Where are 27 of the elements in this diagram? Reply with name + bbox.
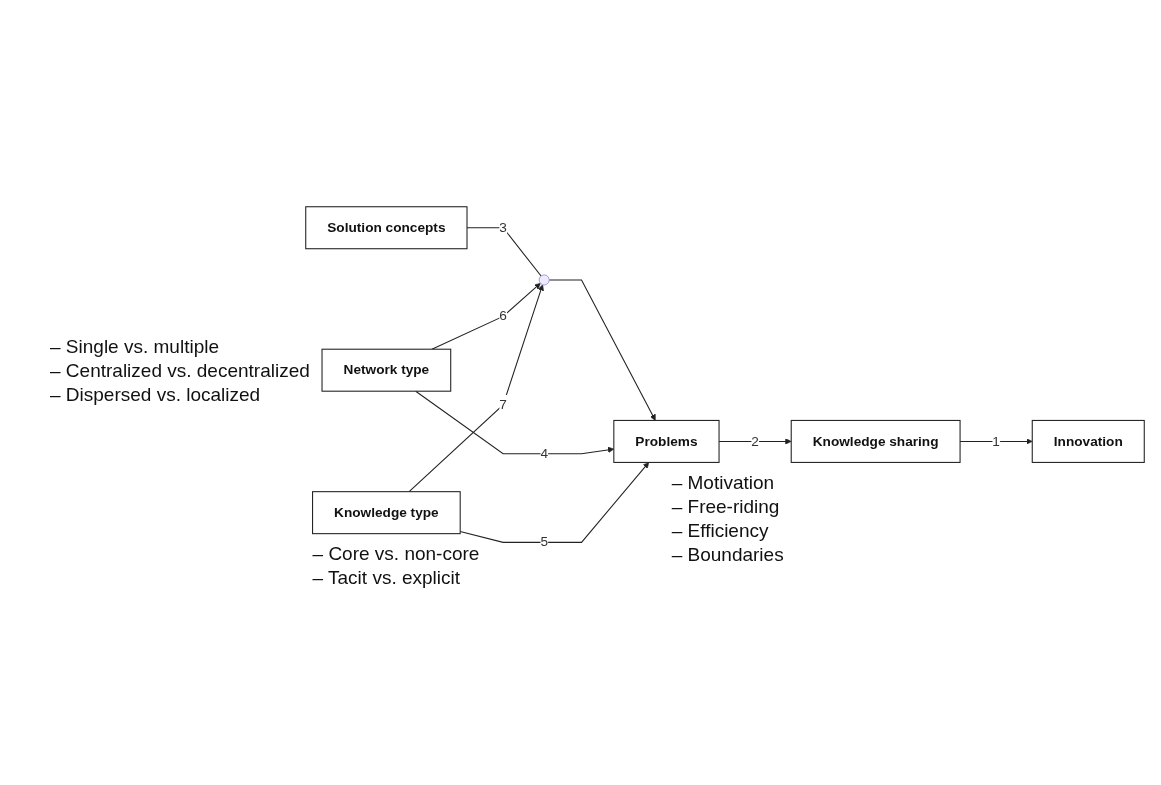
list-item: – Free-riding — [671, 494, 780, 519]
edge-label: 7 — [499, 397, 507, 413]
node-box: Knowledge type — [312, 491, 461, 535]
edge-label: 1 — [992, 433, 1000, 449]
list-item: – Centralized vs. decentralized — [50, 358, 310, 383]
node-box: Problems — [613, 420, 720, 464]
node-box: Network type — [321, 349, 452, 393]
edge-label: 5 — [540, 534, 549, 550]
node-box: Innovation — [1031, 420, 1145, 464]
edge-label: 3 — [499, 219, 507, 236]
list-item: – Single vs. multiple — [50, 334, 219, 359]
edge-label: 4 — [540, 445, 549, 462]
list-item: – Core vs. non-core — [312, 542, 480, 566]
node-box: Knowledge sharing — [790, 420, 961, 464]
arrow — [408, 284, 544, 493]
list-item: – Efficiency — [671, 518, 769, 543]
list-item: – Dispersed vs. localized — [50, 382, 261, 407]
list-item: – Motivation — [671, 470, 775, 495]
node-point — [538, 274, 550, 286]
arrow — [431, 283, 541, 351]
arrow — [459, 462, 650, 544]
node-box: Solution concepts — [305, 206, 468, 250]
list-item: – Boundaries — [671, 542, 784, 567]
list-item: – Tacit vs. explicit — [312, 566, 461, 590]
arrow — [548, 279, 656, 422]
edge-label: 6 — [499, 308, 507, 324]
edge-label: 2 — [751, 433, 759, 449]
